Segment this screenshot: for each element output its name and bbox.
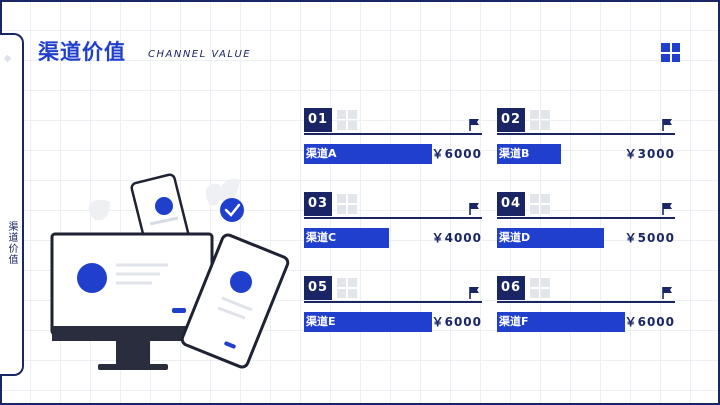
card-divider xyxy=(304,217,482,219)
flag-icon xyxy=(469,287,479,299)
card-divider xyxy=(497,301,675,303)
check-badge-icon xyxy=(220,198,244,222)
channel-amount: ￥6000 xyxy=(431,147,482,161)
grid-menu-icon[interactable] xyxy=(661,43,680,62)
channel-card-1: 01 渠道A￥6000 xyxy=(304,108,482,172)
card-divider xyxy=(497,133,675,135)
channel-amount: ￥6000 xyxy=(431,315,482,329)
channel-card-3: 03 渠道C ￥4000 xyxy=(304,192,482,256)
card-number: 04 xyxy=(497,192,525,216)
card-number: 02 xyxy=(497,108,525,132)
card-grid-icon xyxy=(530,194,550,214)
phone-icon xyxy=(130,173,190,249)
side-tab-label: 渠道价值 xyxy=(6,221,17,265)
card-divider xyxy=(304,301,482,303)
flag-icon xyxy=(662,287,672,299)
channel-amount: ￥6000 xyxy=(624,315,675,329)
card-grid-icon xyxy=(337,194,357,214)
card-grid-icon xyxy=(530,110,550,130)
card-grid-icon xyxy=(337,110,357,130)
channel-card-6: 06 渠道F￥6000 xyxy=(497,276,675,340)
flag-icon xyxy=(662,203,672,215)
card-number: 01 xyxy=(304,108,332,132)
channel-bar: 渠道D xyxy=(497,228,604,248)
flag-icon xyxy=(469,203,479,215)
card-divider xyxy=(304,133,482,135)
flag-icon xyxy=(662,119,672,131)
channel-amount: ￥5000 xyxy=(624,231,675,245)
channel-card-5: 05 渠道E￥6000 xyxy=(304,276,482,340)
channel-bar: 渠道A xyxy=(304,144,432,164)
channel-bar: 渠道B xyxy=(497,144,561,164)
tablet-icon xyxy=(180,233,290,369)
side-decor-icon: ◆ xyxy=(2,53,13,64)
channel-card-2: 02 渠道B ￥3000 xyxy=(497,108,675,172)
channel-amount: ￥4000 xyxy=(431,231,482,245)
page-subtitle: CHANNEL VALUE xyxy=(148,49,252,60)
channel-bar: 渠道E xyxy=(304,312,432,332)
leaf-decor-icon xyxy=(88,178,240,221)
devices-illustration xyxy=(50,173,290,370)
card-grid-icon xyxy=(337,278,357,298)
channel-amount: ￥3000 xyxy=(624,147,675,161)
channel-bar: 渠道C xyxy=(304,228,389,248)
monitor-icon xyxy=(50,232,214,370)
channel-card-4: 04 渠道D ￥5000 xyxy=(497,192,675,256)
flag-icon xyxy=(469,119,479,131)
card-number: 05 xyxy=(304,276,332,300)
card-number: 06 xyxy=(497,276,525,300)
channel-bar: 渠道F xyxy=(497,312,625,332)
card-grid-icon xyxy=(530,278,550,298)
page-title: 渠道价值 xyxy=(38,40,126,64)
card-number: 03 xyxy=(304,192,332,216)
card-divider xyxy=(497,217,675,219)
side-tab[interactable]: ◆ 渠道价值 xyxy=(0,33,24,376)
